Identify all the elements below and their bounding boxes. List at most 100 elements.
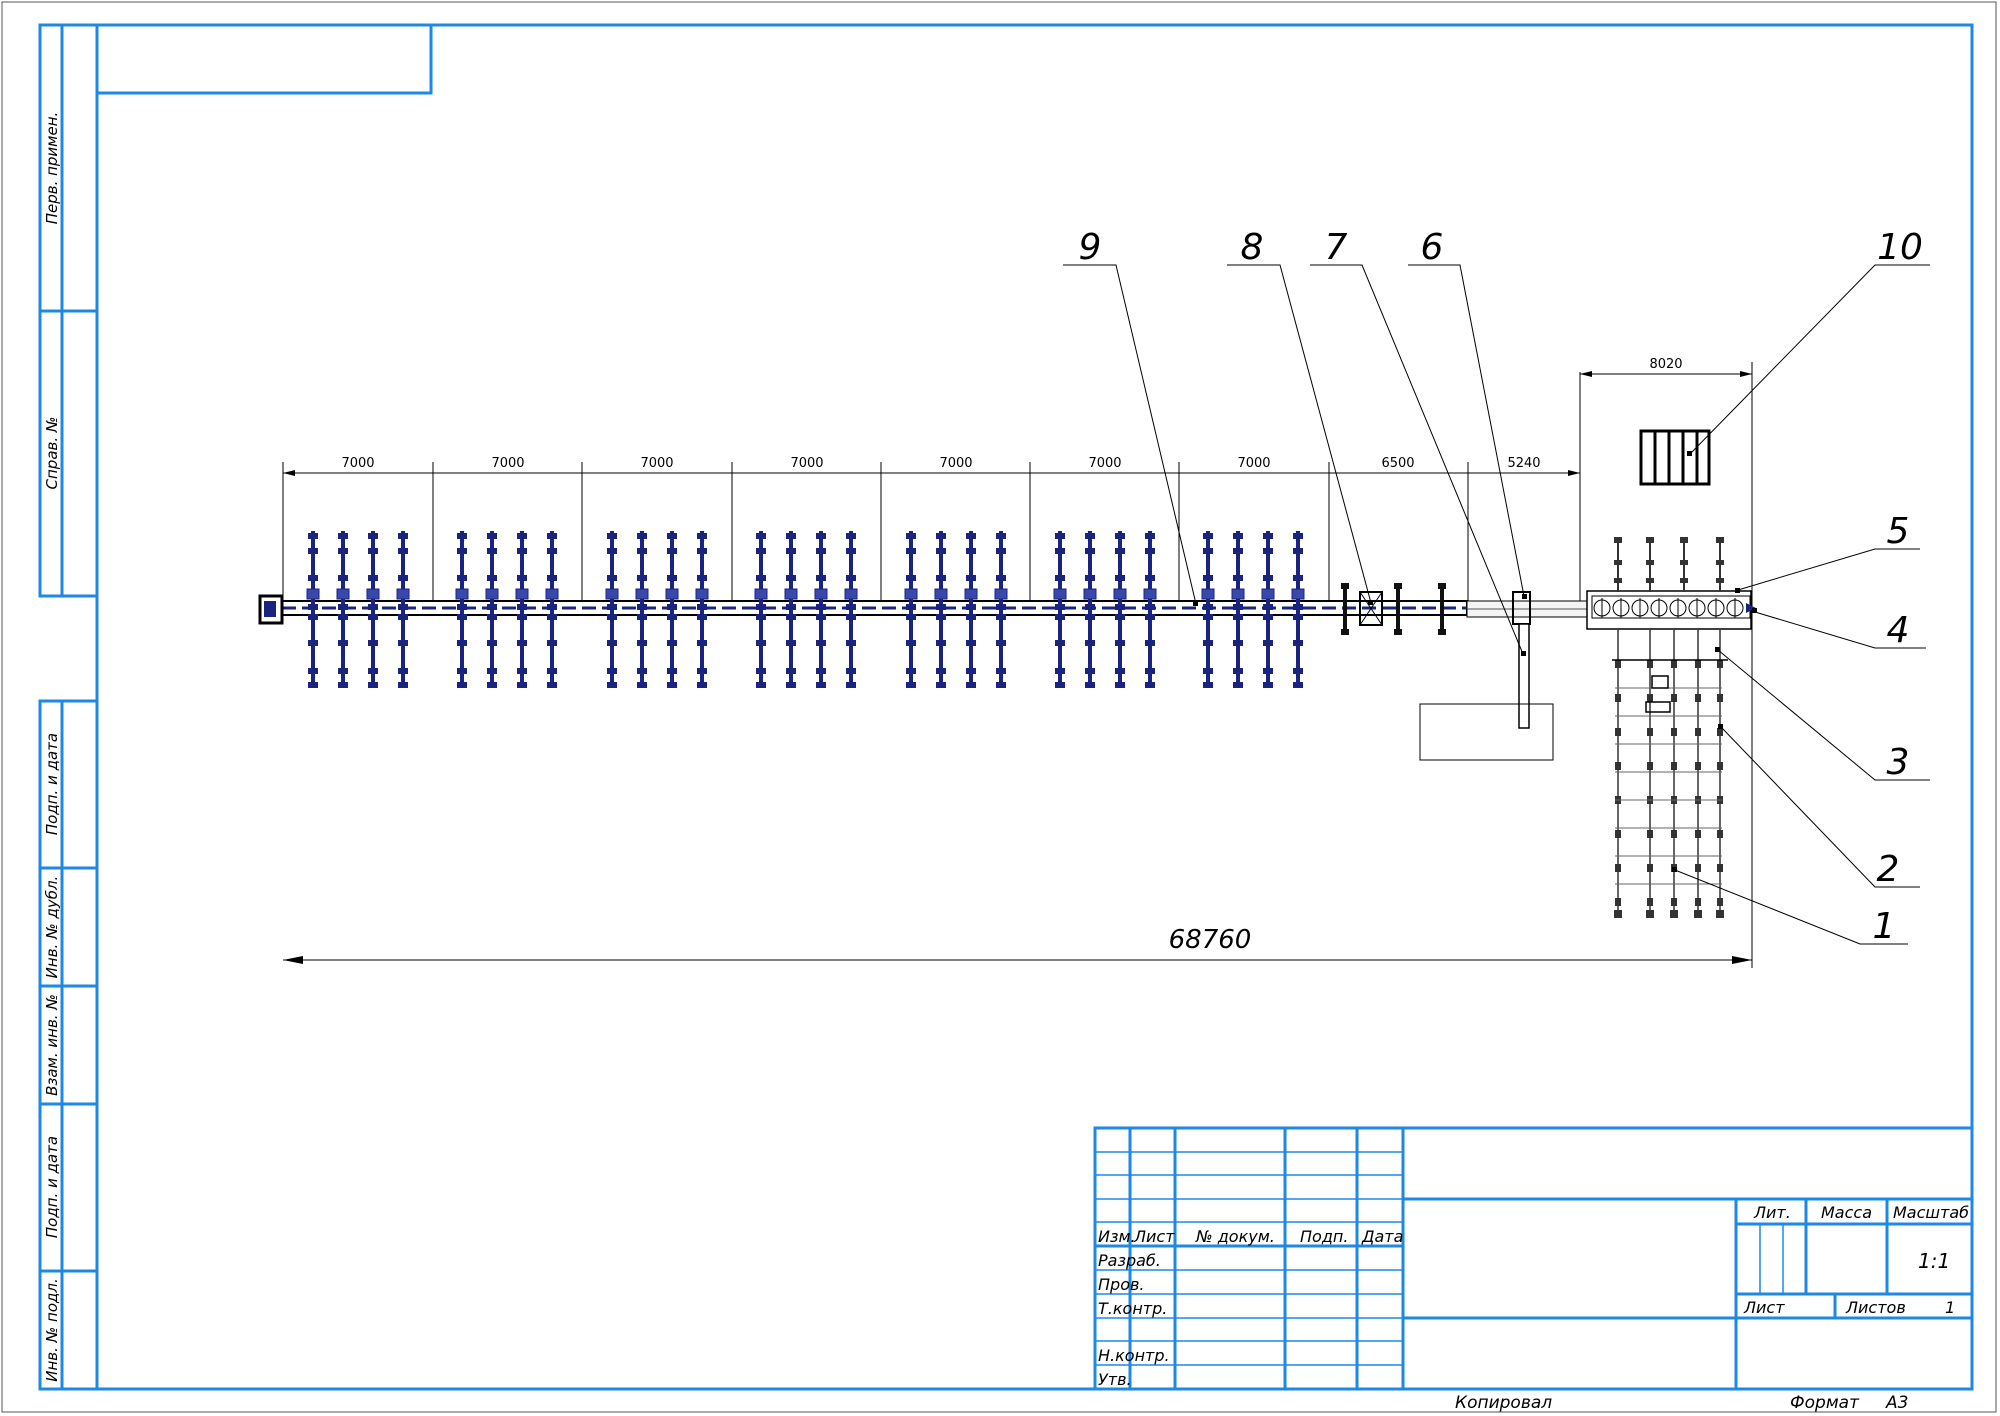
callout-7: 7	[1325, 227, 1348, 268]
stand	[1438, 583, 1446, 635]
tb-row-nkontr: Н.контр.	[1098, 1346, 1170, 1365]
footer-format-label: Формат	[1790, 1393, 1860, 1413]
roller	[754, 531, 768, 688]
tb-sheet-label: Лист	[1743, 1298, 1785, 1317]
roller	[1231, 531, 1245, 688]
tb-col-podp: Подп.	[1300, 1227, 1348, 1246]
transfer-grid	[1612, 537, 1728, 918]
roller	[904, 531, 918, 688]
tb-col-izm: Изм.	[1098, 1227, 1136, 1246]
roller	[455, 531, 469, 688]
tb-col-data: Дата	[1361, 1227, 1403, 1246]
dim-seg-5: 7000	[939, 456, 972, 471]
side-label-sprav: Справ. №	[43, 417, 61, 490]
roller	[306, 531, 320, 688]
roller	[934, 531, 948, 688]
dim-seg-2: 7000	[491, 456, 524, 471]
conveyor-stands	[1341, 583, 1446, 635]
item-10-rack	[1639, 429, 1711, 486]
roller	[814, 531, 828, 688]
roller	[784, 531, 798, 688]
transfer-section	[1586, 590, 1756, 630]
top-dimensions	[282, 362, 1753, 968]
callout-numbers: 9 8 7 6 10 5 4 3 2 1	[1079, 227, 1923, 947]
tb-lit: Лит.	[1753, 1203, 1791, 1222]
roller	[336, 531, 350, 688]
tb-mass: Масса	[1821, 1203, 1872, 1222]
roller	[1113, 531, 1127, 688]
side-stamp: Перв. примен. Справ. № Подп. и дата Инв.…	[43, 112, 61, 1382]
leader-dots	[1193, 451, 1757, 872]
footer-copied: Копировал	[1455, 1393, 1552, 1413]
dim-total: 68760	[1169, 925, 1252, 955]
callout-8: 8	[1241, 227, 1264, 268]
roller	[366, 531, 380, 688]
leader-lines	[1063, 264, 1930, 945]
callout-4: 4	[1887, 610, 1910, 651]
roller	[1083, 531, 1097, 688]
dimension-texts: 7000 7000 7000 7000 7000 7000 7000 6500 …	[341, 357, 1682, 471]
callout-2: 2	[1877, 849, 1900, 890]
layout-drawing: 7000 7000 7000 7000 7000 7000 7000 6500 …	[258, 227, 1930, 968]
tb-scale-label: Масштаб	[1893, 1203, 1969, 1222]
stand	[1341, 583, 1349, 635]
roller	[695, 531, 709, 688]
roller	[1053, 531, 1067, 688]
roller	[1261, 531, 1275, 688]
roller	[964, 531, 978, 688]
tb-row-prov: Пров.	[1098, 1275, 1145, 1294]
roller	[994, 531, 1008, 688]
dim-seg-8: 6500	[1381, 456, 1414, 471]
footer: Копировал Формат А3	[1455, 1393, 1908, 1413]
roller	[635, 531, 649, 688]
dim-seg-7: 7000	[1237, 456, 1270, 471]
item-6-7-unit	[1419, 591, 1554, 761]
roller	[844, 531, 858, 688]
roller	[485, 531, 499, 688]
dim-seg-9: 5240	[1507, 456, 1540, 471]
dim-seg-1: 7000	[341, 456, 374, 471]
callout-10: 10	[1877, 227, 1923, 268]
side-label-podp1: Подп. и дата	[43, 733, 61, 835]
roller-groups	[306, 531, 1305, 688]
side-label-perv: Перв. примен.	[43, 112, 61, 225]
frame	[38, 23, 1974, 1391]
callout-6: 6	[1421, 227, 1444, 268]
side-label-vzam: Взам. инв. №	[43, 994, 61, 1096]
callout-3: 3	[1887, 742, 1910, 783]
tb-col-list: Лист	[1133, 1227, 1175, 1246]
tb-sheets-value: 1	[1945, 1298, 1955, 1317]
tb-row-razrab: Разраб.	[1098, 1251, 1161, 1270]
total-dimension: 68760	[283, 925, 1752, 964]
tb-sheets-label: Листов	[1845, 1298, 1906, 1317]
dim-width-right: 8020	[1649, 357, 1682, 372]
callout-5: 5	[1887, 511, 1910, 552]
stand	[1394, 583, 1402, 635]
tb-col-ndoc: № докум.	[1195, 1227, 1275, 1246]
dim-seg-3: 7000	[640, 456, 673, 471]
title-block: Изм. Лист № докум. Подп. Дата Разраб. Пр…	[1093, 1126, 1974, 1391]
dim-seg-4: 7000	[790, 456, 823, 471]
tb-scale-value: 1:1	[1918, 1249, 1950, 1273]
roller	[515, 531, 529, 688]
footer-format-value: А3	[1885, 1393, 1908, 1413]
roller	[605, 531, 619, 688]
roller	[1143, 531, 1157, 688]
side-label-inv-podl: Инв. № подл.	[43, 1278, 61, 1381]
item-8-unit	[1359, 591, 1383, 626]
roller	[1291, 531, 1305, 688]
side-label-inv-dubl: Инв. № дубл.	[43, 876, 61, 979]
roller	[545, 531, 559, 688]
callout-9: 9	[1079, 227, 1102, 268]
tb-row-utv: Утв.	[1098, 1370, 1132, 1389]
roller	[1201, 531, 1215, 688]
callout-1: 1	[1873, 906, 1896, 947]
dimension-arrows	[283, 371, 1752, 476]
roller	[665, 531, 679, 688]
side-label-podp2: Подп. и дата	[43, 1136, 61, 1238]
roller	[396, 531, 410, 688]
operator-platform	[1419, 703, 1554, 761]
tb-row-tkontr: Т.контр.	[1098, 1299, 1167, 1318]
